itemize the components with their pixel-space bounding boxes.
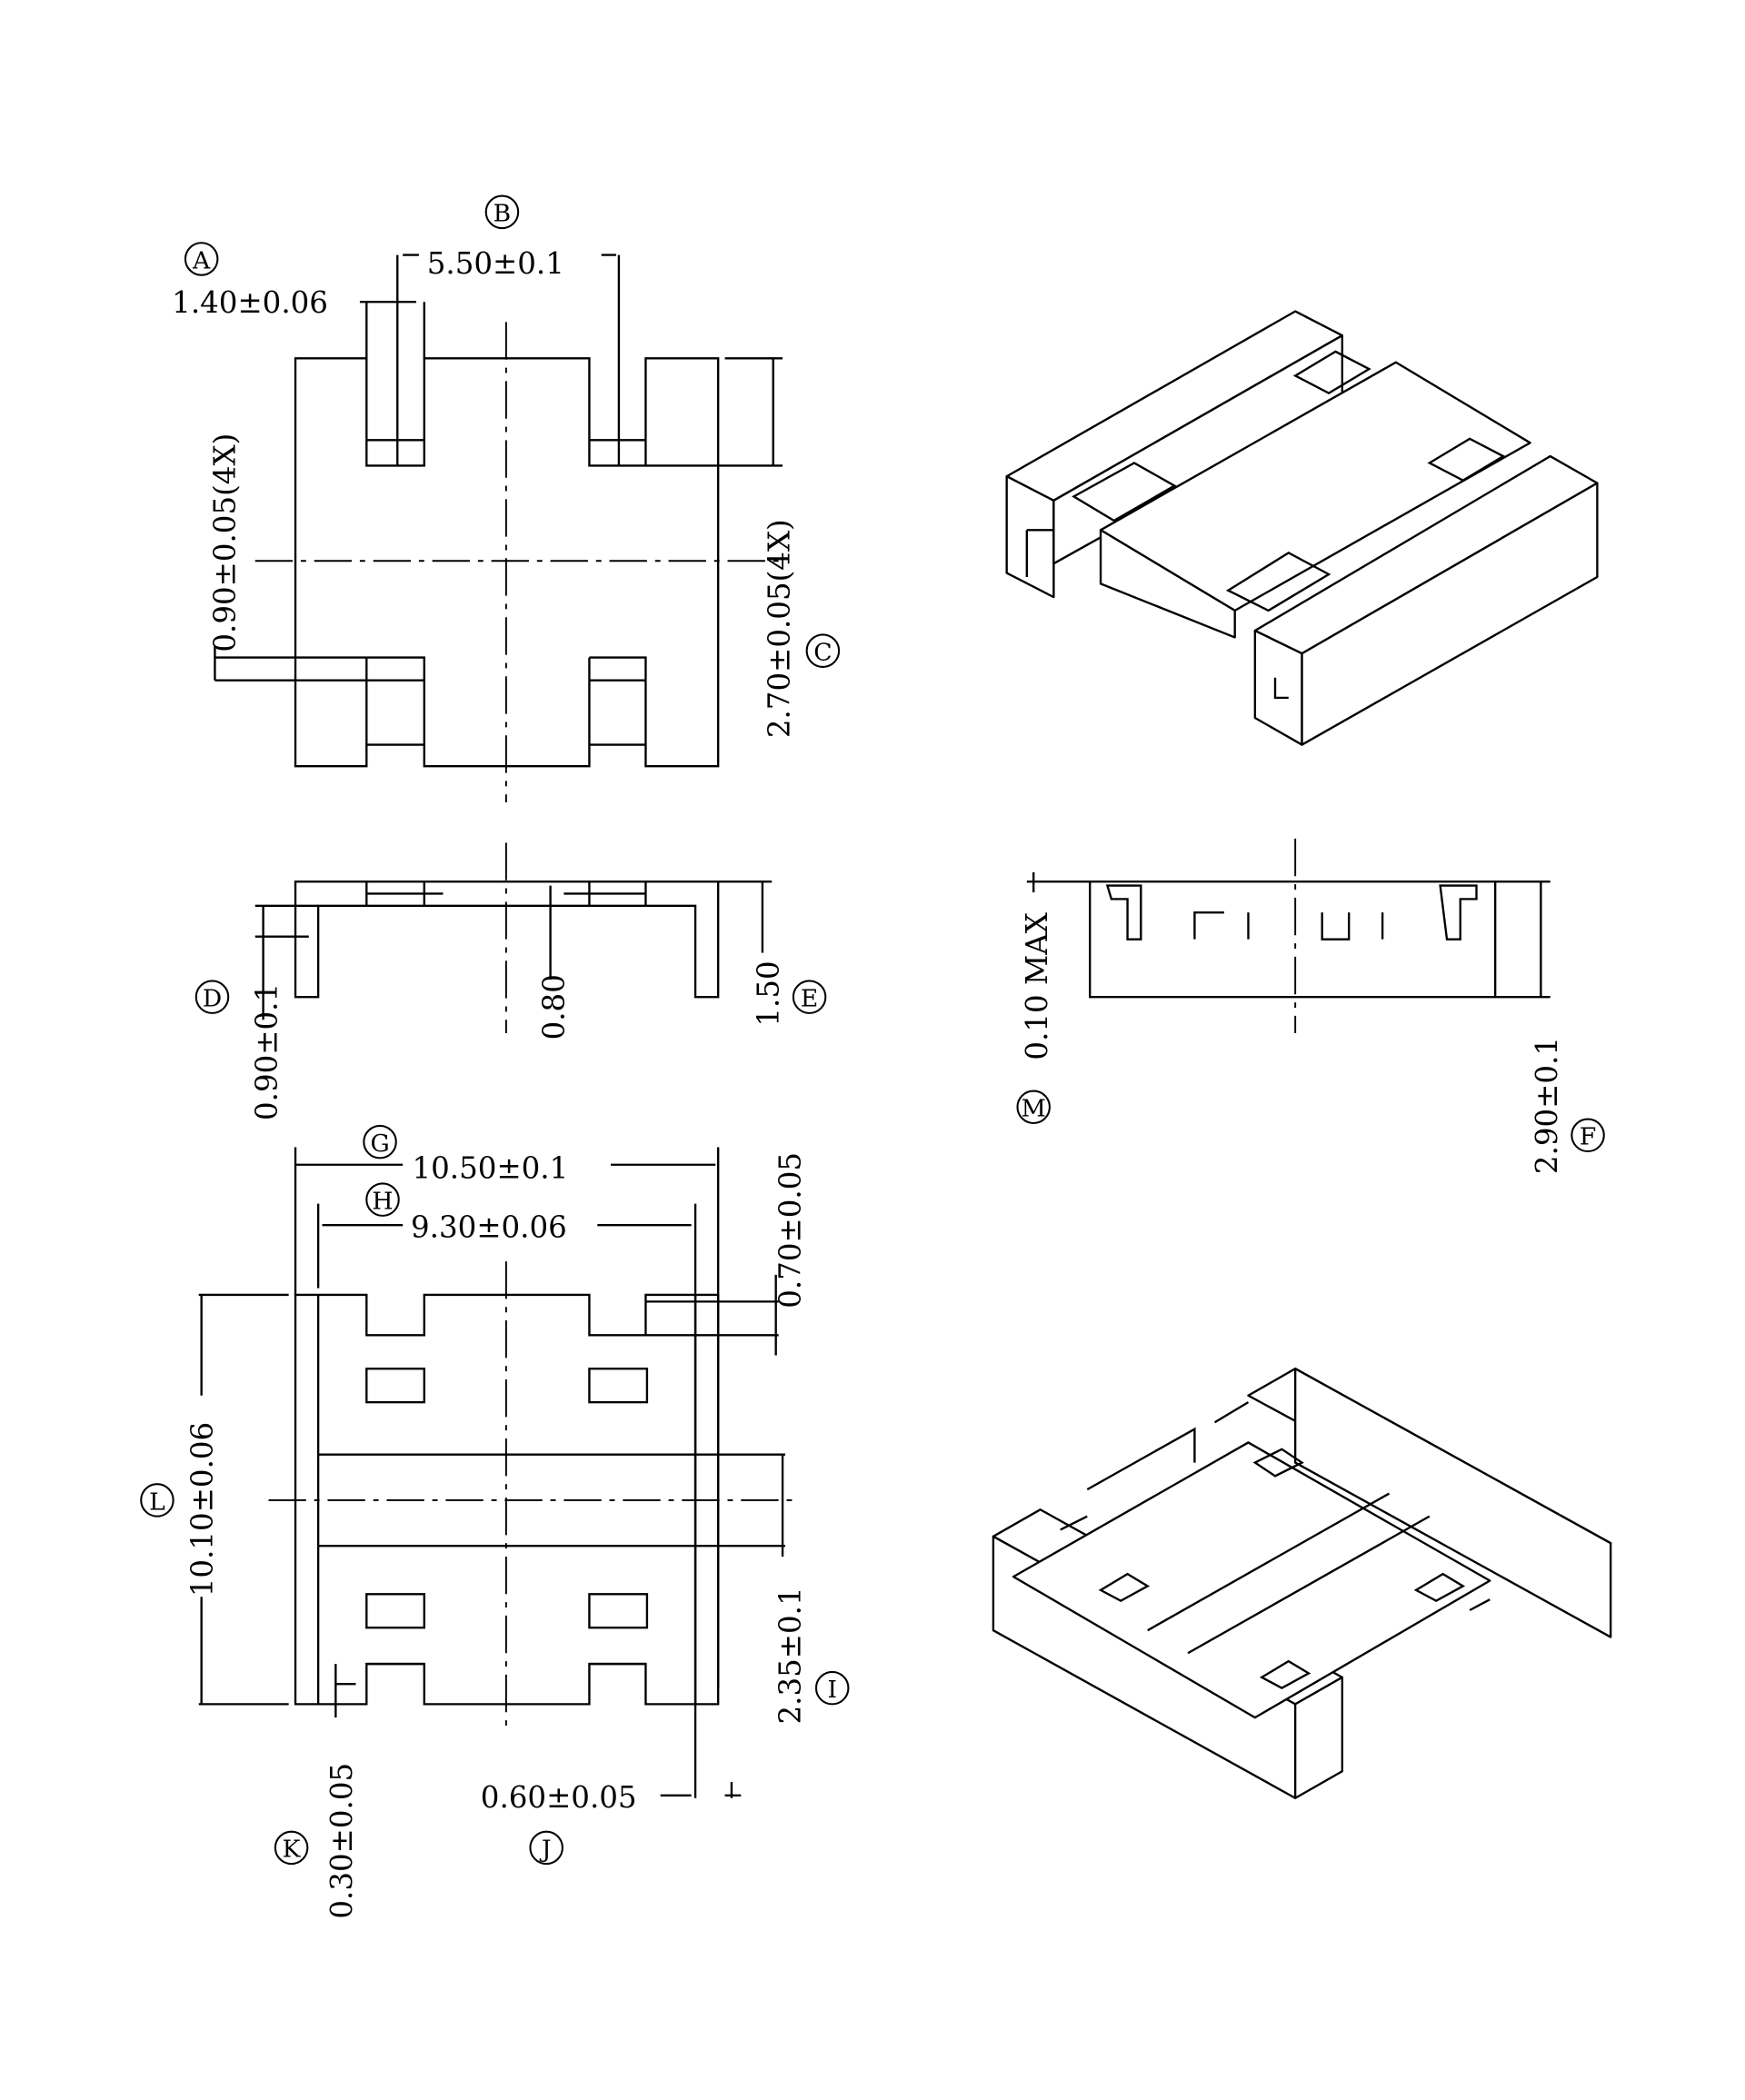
svg-text:A: A bbox=[192, 246, 211, 274]
callout-h: H bbox=[365, 1182, 400, 1217]
callout-f: F bbox=[1570, 1118, 1605, 1153]
dim-h: 9.30±0.06 bbox=[411, 1209, 567, 1244]
isometric-view-top bbox=[1005, 310, 1599, 746]
dim-c: 2.70±0.05(4X) bbox=[762, 519, 796, 738]
callout-i: I bbox=[814, 1670, 850, 1706]
dim-k: 0.30±0.05 bbox=[324, 1763, 359, 1919]
callout-b: B bbox=[484, 194, 520, 230]
dim-g: 10.50±0.1 bbox=[412, 1151, 568, 1186]
callout-g: G bbox=[363, 1124, 397, 1159]
svg-text:B: B bbox=[494, 200, 512, 228]
bottom-view: 10.50±0.1 9.30±0.06 0.70±0.05 10.10±0.06… bbox=[140, 1124, 850, 1919]
callout-m: M bbox=[1016, 1090, 1051, 1125]
svg-text:L: L bbox=[149, 1488, 165, 1516]
dim-tab-height: 0.90±0.05(4X) bbox=[208, 433, 243, 652]
svg-text:D: D bbox=[203, 985, 222, 1013]
dim-d: 0.90±0.1 bbox=[249, 983, 284, 1120]
svg-text:M: M bbox=[1022, 1095, 1046, 1123]
svg-text:G: G bbox=[370, 1130, 389, 1158]
dim-m: 0.10 MAX bbox=[1020, 912, 1054, 1060]
side-view: 0.90±0.1 0.80 1.50 D E bbox=[194, 842, 827, 1120]
svg-text:H: H bbox=[372, 1187, 393, 1215]
dim-l: 10.10±0.06 bbox=[184, 1422, 219, 1597]
svg-text:J: J bbox=[539, 1836, 552, 1864]
callout-c: C bbox=[805, 633, 841, 668]
end-view: 0.10 MAX 2.90±0.1 M F bbox=[1016, 838, 1605, 1174]
callout-d: D bbox=[194, 980, 230, 1014]
svg-text:C: C bbox=[813, 639, 832, 667]
callout-e: E bbox=[792, 980, 827, 1014]
dim-side-center: 0.80 bbox=[536, 974, 571, 1040]
dim-slot-depth: 0.70±0.05 bbox=[773, 1152, 807, 1309]
dim-f: 2.90±0.1 bbox=[1530, 1037, 1564, 1174]
dim-e: 1.50 bbox=[752, 960, 786, 1026]
dim-a: 1.40±0.06 bbox=[172, 285, 328, 320]
callout-j: J bbox=[529, 1830, 563, 1866]
isometric-view-bottom bbox=[992, 1368, 1612, 1799]
dim-j: 0.60±0.05 bbox=[481, 1780, 637, 1815]
svg-text:E: E bbox=[801, 985, 818, 1013]
svg-text:I: I bbox=[827, 1676, 837, 1704]
callout-l: L bbox=[140, 1483, 174, 1518]
top-view: 5.50±0.1 1.40±0.06 0.90±0.05(4X) 2.70±0.… bbox=[172, 194, 841, 803]
svg-text:F: F bbox=[1580, 1123, 1596, 1151]
callout-k: K bbox=[274, 1830, 309, 1866]
dim-b: 5.50±0.1 bbox=[427, 246, 564, 281]
svg-text:K: K bbox=[283, 1836, 302, 1864]
dim-i: 2.35±0.1 bbox=[773, 1587, 807, 1724]
callout-a: A bbox=[184, 242, 219, 276]
